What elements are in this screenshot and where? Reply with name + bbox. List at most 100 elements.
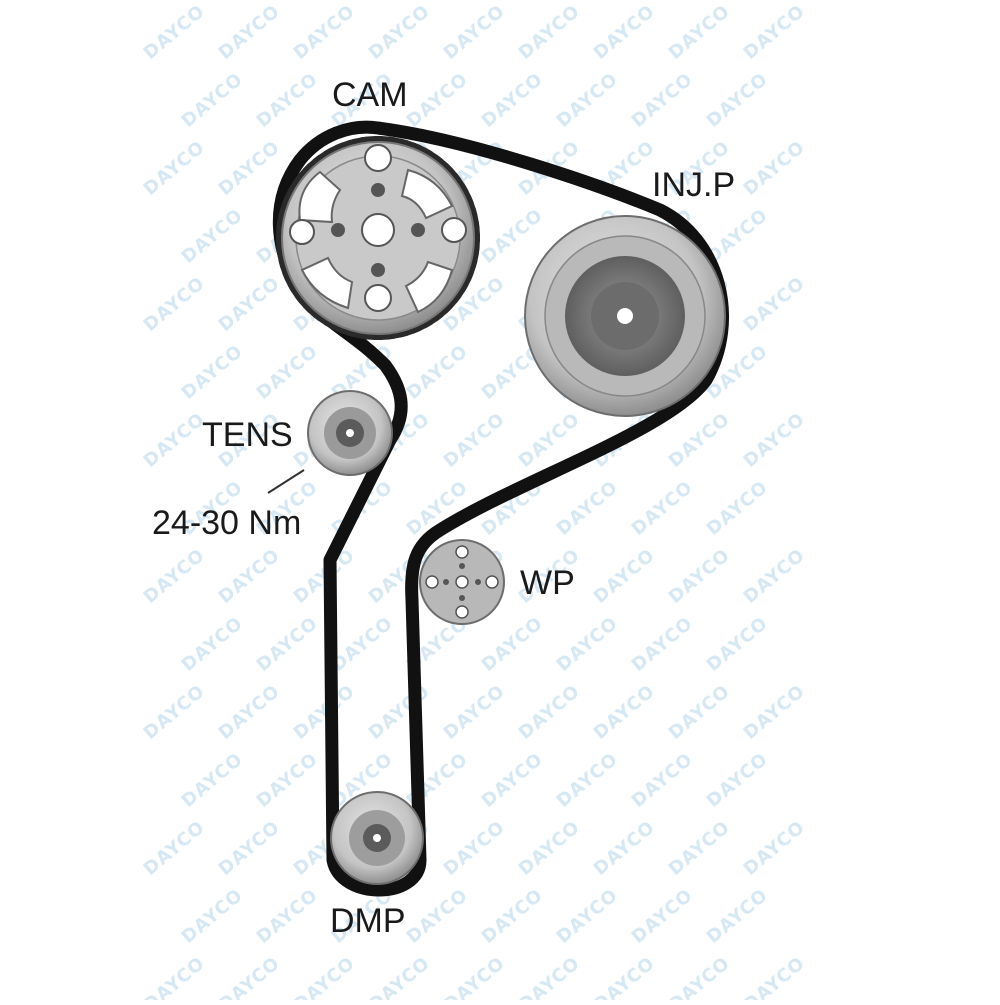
watermark-logo: DAYCO: [703, 749, 772, 812]
torque-label: 24-30 Nm: [152, 504, 301, 542]
watermark-logo: DAYCO: [290, 681, 359, 744]
watermark-logo: DAYCO: [440, 817, 509, 880]
watermark-logo: DAYCO: [665, 681, 734, 744]
cam-sprocket-tooth: [312, 311, 323, 322]
water-pump-pulley: [419, 539, 505, 625]
cam-sprocket-tooth: [433, 311, 444, 322]
watermark-logo: DAYCO: [553, 749, 622, 812]
watermark-logo: DAYCO: [215, 681, 284, 744]
dmp-label: DMP: [330, 902, 406, 940]
watermark-logo: DAYCO: [515, 681, 584, 744]
cam-sprocket-tooth: [386, 332, 396, 340]
cam-sprocket-tooth: [422, 319, 433, 329]
watermark-logo: DAYCO: [478, 749, 547, 812]
damper-pulley: [330, 791, 424, 885]
watermark-logo: DAYCO: [515, 1, 584, 64]
cam-sprocket-tooth: [287, 183, 297, 194]
watermark-logo: DAYCO: [590, 817, 659, 880]
wp-label: WP: [520, 564, 575, 602]
watermark-logo: DAYCO: [140, 817, 209, 880]
cam-sprocket-tooth: [443, 303, 453, 313]
watermark-logo: DAYCO: [178, 341, 247, 404]
watermark-logo: DAYCO: [628, 69, 697, 132]
cam-sprocket-tooth: [443, 163, 453, 173]
tens-label: TENS: [202, 416, 293, 454]
watermark-logo: DAYCO: [740, 1, 809, 64]
watermark-logo: DAYCO: [628, 613, 697, 676]
watermark-logo: DAYCO: [740, 273, 809, 336]
watermark-logo: DAYCO: [665, 545, 734, 608]
watermark-logo: DAYCO: [215, 273, 284, 336]
cam-sprocket-tooth: [360, 136, 370, 144]
watermark-logo: DAYCO: [403, 885, 472, 948]
tensioner-pulley: [307, 390, 393, 476]
cam-sprocket-tooth: [323, 147, 334, 157]
watermark-logo: DAYCO: [290, 1, 359, 64]
watermark-logo: DAYCO: [703, 613, 772, 676]
watermark-logo: DAYCO: [178, 205, 247, 268]
cam-sprocket-tooth: [374, 334, 382, 340]
torque-leader-line: [267, 469, 305, 494]
watermark-logo: DAYCO: [403, 341, 472, 404]
watermark-logo: DAYCO: [478, 69, 547, 132]
watermark-logo: DAYCO: [215, 817, 284, 880]
watermark-logo: DAYCO: [140, 273, 209, 336]
cam-sprocket-tooth: [276, 246, 284, 256]
watermark-logo: DAYCO: [703, 69, 772, 132]
cam-sprocket-tooth: [386, 136, 396, 144]
watermark-logo: DAYCO: [253, 613, 322, 676]
cam-sprocket-tooth: [459, 282, 469, 293]
watermark-logo: DAYCO: [590, 545, 659, 608]
cam-sprocket-tooth: [451, 293, 462, 304]
cam-sprocket-tooth: [374, 136, 382, 142]
watermark-logo: DAYCO: [253, 885, 322, 948]
watermark-logo: DAYCO: [665, 817, 734, 880]
cam-sprocket-tooth: [276, 234, 282, 242]
watermark-logo: DAYCO: [703, 885, 772, 948]
watermark-logo: DAYCO: [178, 613, 247, 676]
watermark-logo: DAYCO: [665, 409, 734, 472]
watermark-logo: DAYCO: [553, 613, 622, 676]
watermark-logo: DAYCO: [740, 681, 809, 744]
injp-label: INJ.P: [652, 166, 735, 204]
cam-sprocket-tooth: [360, 332, 370, 340]
watermark-logo: DAYCO: [365, 681, 434, 744]
watermark-logo: DAYCO: [140, 1, 209, 64]
watermark-logo: DAYCO: [703, 477, 772, 540]
watermark-logo: DAYCO: [665, 953, 734, 1000]
cam-sprocket-tooth: [433, 154, 444, 165]
watermark-logo: DAYCO: [215, 953, 284, 1000]
cam-sprocket-tooth: [312, 154, 323, 165]
cam-sprocket-tooth: [451, 172, 462, 183]
watermark-logo: DAYCO: [478, 613, 547, 676]
watermark-logo: DAYCO: [215, 545, 284, 608]
cam-sprocket-tooth: [294, 172, 305, 183]
watermark-logo: DAYCO: [628, 749, 697, 812]
watermark-logo: DAYCO: [628, 885, 697, 948]
cam-sprocket-tooth: [474, 234, 480, 242]
watermark-logo: DAYCO: [253, 749, 322, 812]
watermark-logo: DAYCO: [440, 953, 509, 1000]
watermark-logo: DAYCO: [140, 953, 209, 1000]
watermark-logo: DAYCO: [665, 1, 734, 64]
watermark-logo: DAYCO: [515, 817, 584, 880]
watermark-logo: DAYCO: [140, 681, 209, 744]
cam-sprocket-tooth: [422, 147, 433, 157]
watermark-logo: DAYCO: [740, 137, 809, 200]
watermark-logo: DAYCO: [290, 953, 359, 1000]
watermark-logo: DAYCO: [140, 545, 209, 608]
watermark-logo: DAYCO: [253, 341, 322, 404]
watermark-logo: DAYCO: [440, 409, 509, 472]
cam-sprocket-tooth: [459, 183, 469, 194]
watermark-logo: DAYCO: [740, 409, 809, 472]
cam-sprocket-tooth: [303, 303, 313, 313]
watermark-logo: DAYCO: [215, 1, 284, 64]
injection-pump-pulley: [524, 215, 726, 417]
watermark-logo: DAYCO: [478, 885, 547, 948]
watermark-logo: DAYCO: [403, 69, 472, 132]
cam-sprocket-tooth: [472, 246, 480, 256]
cam-sprocket-tooth: [323, 319, 334, 329]
cam-sprocket-tooth: [287, 282, 297, 293]
watermark-logo: DAYCO: [178, 69, 247, 132]
